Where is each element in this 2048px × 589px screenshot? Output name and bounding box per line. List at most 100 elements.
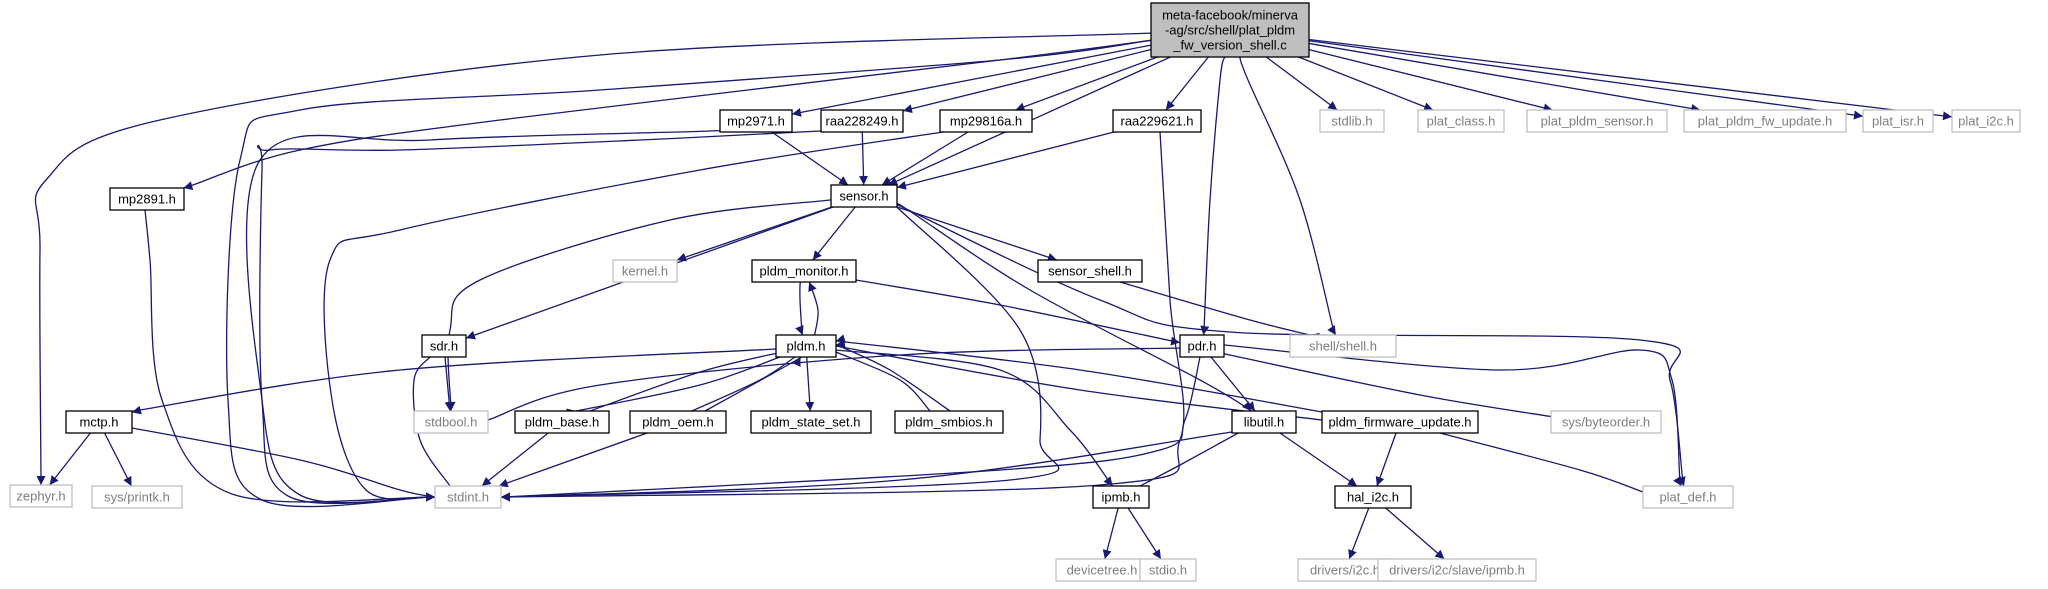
- node-pldm_fw_update[interactable]: pldm_firmware_update.h: [1321, 410, 1479, 434]
- include-edge-ipmb-to-devicetree: [1102, 507, 1119, 560]
- include-edge-root-to-stdlib: [1265, 56, 1338, 111]
- node-box: [612, 259, 678, 283]
- node-printk: sys/printk.h: [91, 485, 183, 509]
- node-pldm_base[interactable]: pldm_base.h: [514, 410, 610, 434]
- include-edge-pldm_fw_update-to-pldm: [818, 333, 1341, 416]
- include-edge-root-to-plat_i2c: [1308, 38, 1953, 121]
- node-mp29816a[interactable]: mp29816a.h: [939, 109, 1033, 133]
- include-edge-sensor_shell-to-shell: [1109, 278, 1320, 342]
- include-edge-pldm-to-pldm_monitor: [808, 280, 819, 337]
- node-plat_i2c: plat_i2c.h: [1951, 109, 2021, 133]
- node-pldm[interactable]: pldm.h: [775, 334, 837, 358]
- node-shell: shell/shell.h: [1289, 334, 1397, 358]
- node-hal_i2c[interactable]: hal_i2c.h: [1334, 485, 1412, 509]
- include-edge-pdr-to-byteorder: [1209, 350, 1569, 423]
- node-label: meta-facebook/minerva: [1162, 8, 1299, 23]
- include-edge-root-to-plat_isr: [1308, 40, 1864, 120]
- node-box: [9, 484, 73, 508]
- node-label: drivers/i2c/slave/ipmb.h: [1389, 563, 1525, 578]
- node-label: shell/shell.h: [1309, 339, 1377, 354]
- node-box: [109, 187, 185, 211]
- node-box: [1417, 109, 1505, 133]
- node-byteorder: sys/byteorder.h: [1550, 410, 1662, 434]
- node-box: [1526, 109, 1668, 133]
- node-label: pldm_smbios.h: [905, 415, 992, 430]
- node-label: sdr.h: [430, 339, 458, 354]
- node-plat_pldm_sensor: plat_pldm_sensor.h: [1526, 109, 1668, 133]
- node-zephyr: zephyr.h: [9, 484, 73, 508]
- node-box: [413, 410, 489, 434]
- node-root[interactable]: meta-facebook/minerva-ag/src/shell/plat_…: [1150, 2, 1310, 58]
- node-mp2971[interactable]: mp2971.h: [719, 109, 793, 133]
- include-edge-pdr-to-libutil: [1210, 356, 1256, 412]
- include-edge-sensor-to-pldm_monitor: [812, 206, 856, 261]
- include-edge-pdr-to-plat_def: [1203, 342, 1683, 493]
- include-edge-raa228249-to-stdint: [256, 129, 835, 505]
- node-label: libutil.h: [1244, 415, 1284, 430]
- node-raa228249[interactable]: raa228249.h: [820, 109, 904, 133]
- include-edge-root-to-mp2971: [791, 44, 1152, 117]
- node-box: [1037, 259, 1143, 283]
- node-box: [820, 109, 904, 133]
- node-pldm_monitor[interactable]: pldm_monitor.h: [751, 259, 857, 283]
- node-label: pldm_base.h: [525, 415, 599, 430]
- include-edge-raa229621-to-stdint: [458, 119, 1185, 502]
- node-label: plat_pldm_sensor.h: [1541, 114, 1654, 129]
- node-pldm_state_set[interactable]: pldm_state_set.h: [750, 410, 872, 434]
- node-raa229621[interactable]: raa229621.h: [1112, 109, 1202, 133]
- node-libutil[interactable]: libutil.h: [1231, 410, 1297, 434]
- node-label: mctp.h: [79, 415, 118, 430]
- node-mp2891[interactable]: mp2891.h: [109, 187, 185, 211]
- node-label: pldm_monitor.h: [760, 264, 849, 279]
- node-label: hal_i2c.h: [1347, 490, 1399, 505]
- node-sensor_shell[interactable]: sensor_shell.h: [1037, 259, 1143, 283]
- node-box: [1092, 485, 1150, 509]
- node-mctp[interactable]: mctp.h: [65, 410, 133, 434]
- include-edge-pdr-to-stdint: [465, 351, 1202, 502]
- node-stdbool: stdbool.h: [413, 410, 489, 434]
- node-pdr[interactable]: pdr.h: [1179, 334, 1225, 358]
- node-label: pldm.h: [786, 339, 825, 354]
- node-pldm_smbios[interactable]: pldm_smbios.h: [894, 410, 1004, 434]
- node-stdio: stdio.h: [1139, 558, 1197, 582]
- node-stdlib: stdlib.h: [1319, 109, 1385, 133]
- include-edge-mp29816a-to-sensor: [881, 131, 969, 186]
- include-edge-raa229621-to-sensor: [896, 131, 1115, 190]
- node-ipmb[interactable]: ipmb.h: [1092, 485, 1150, 509]
- node-box: [1112, 109, 1202, 133]
- node-box: [1377, 558, 1537, 582]
- node-box: [751, 259, 857, 283]
- node-box: [1319, 109, 1385, 133]
- include-edge-pldm-to-pldm_state_set: [805, 356, 815, 412]
- node-label: pdr.h: [1188, 339, 1217, 354]
- node-box: [1150, 2, 1310, 58]
- include-edge-raa228249-to-sensor: [858, 131, 868, 186]
- include-edge-root-to-raa229621: [1165, 56, 1209, 111]
- node-label: sensor.h: [839, 189, 888, 204]
- node-label: pldm_firmware_update.h: [1328, 415, 1471, 430]
- include-edge-hal_i2c-to-drivers_ipmb: [1385, 507, 1445, 560]
- node-box: [65, 410, 133, 434]
- node-label: sensor_shell.h: [1048, 264, 1132, 279]
- include-edge-root-to-mp29816a: [1015, 56, 1158, 112]
- node-box: [1683, 109, 1847, 133]
- node-box: [894, 410, 1004, 434]
- node-box: [421, 334, 467, 358]
- include-edge-root-to-zephyr: [34, 32, 1152, 500]
- node-devicetree: devicetree.h: [1055, 558, 1149, 582]
- include-edge-mctp-to-zephyr: [49, 432, 91, 486]
- include-edge-pldm_monitor-to-pldm: [795, 281, 804, 337]
- node-sensor[interactable]: sensor.h: [830, 184, 898, 208]
- node-label: stdbool.h: [425, 415, 478, 430]
- node-label: devicetree.h: [1067, 563, 1138, 578]
- node-label: _fw_version_shell.c: [1172, 38, 1287, 53]
- node-sdr[interactable]: sdr.h: [421, 334, 467, 358]
- node-label: kernel.h: [622, 264, 668, 279]
- node-box: [750, 410, 872, 434]
- include-edge-pldm_oem-to-pldm: [699, 355, 804, 415]
- node-label: sys/printk.h: [104, 490, 170, 505]
- node-label: raa229621.h: [1120, 114, 1193, 129]
- include-edge-root-to-plat_pldm_fw_update: [1308, 42, 1701, 113]
- node-pldm_oem[interactable]: pldm_oem.h: [629, 410, 727, 434]
